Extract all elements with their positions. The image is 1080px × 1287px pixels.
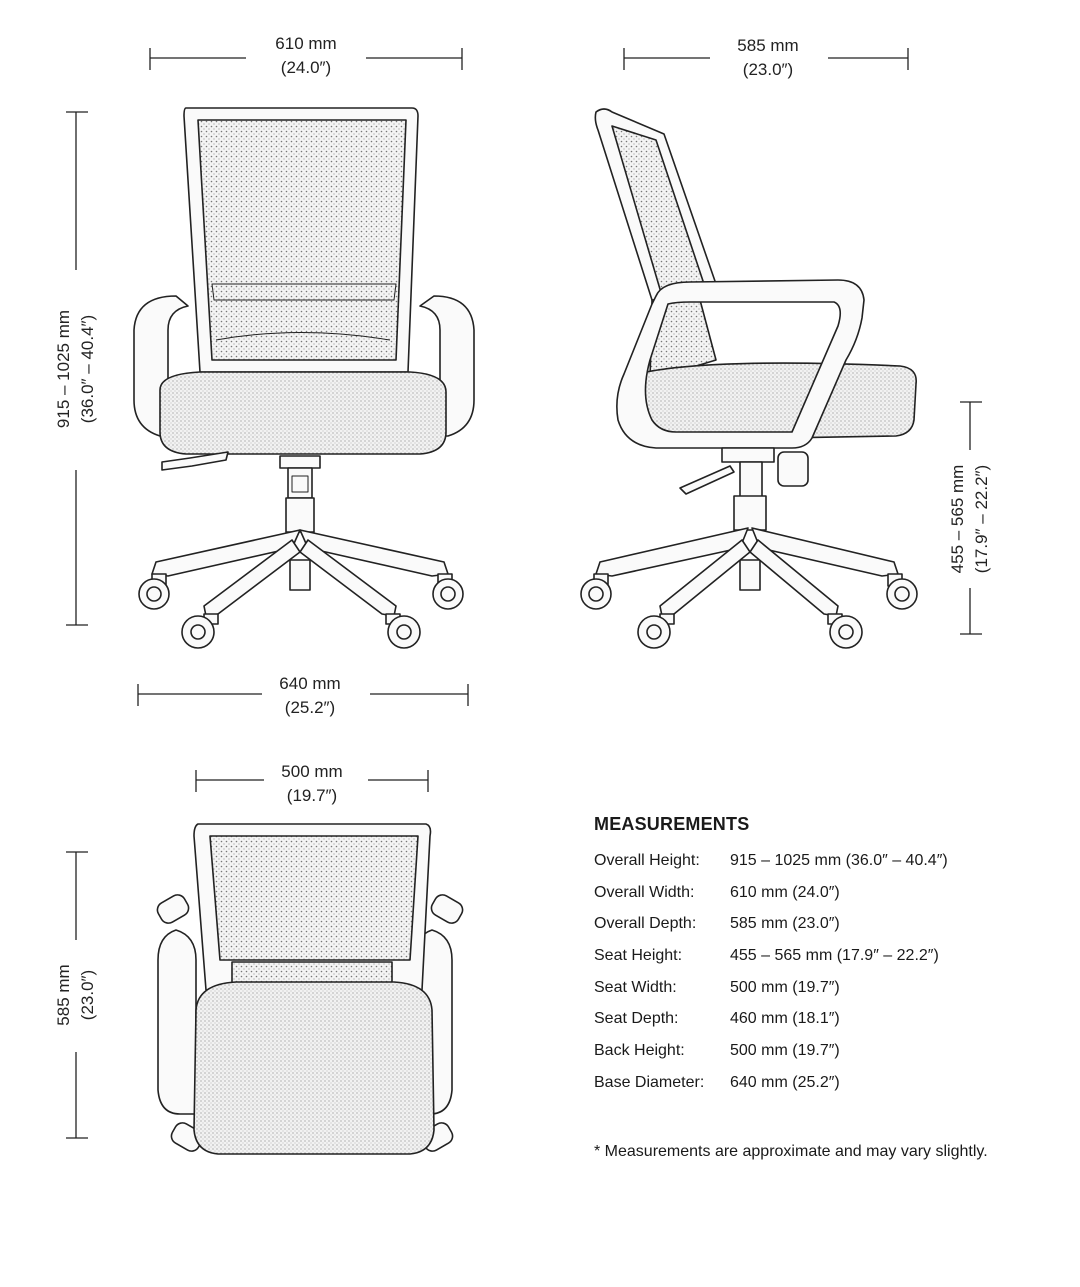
measurement-value: 500 mm (19.7″) (730, 1042, 840, 1060)
dim-mm: 455 – 565 mm (948, 464, 967, 574)
measurement-row: Overall Width: 610 mm (24.0″) (594, 877, 1064, 909)
measurement-row: Seat Height: 455 – 565 mm (17.9″ – 22.2″) (594, 940, 1064, 972)
measurement-label: Seat Height: (594, 947, 683, 965)
dim-line-seat-height (960, 401, 982, 635)
measurement-value: 500 mm (19.7″) (730, 978, 840, 996)
measurement-row: Seat Depth: 460 mm (18.1″) (594, 1003, 1064, 1035)
chair-top-view (156, 823, 464, 1155)
measurement-label: Overall Width: (594, 883, 695, 901)
measurement-row: Back Height: 500 mm (19.7″) (594, 1035, 1064, 1067)
dim-in: (24.0″) (280, 58, 332, 77)
measurement-label: Seat Width: (594, 978, 677, 996)
dim-label-top-depth: 585 mm (23.0″) (52, 825, 100, 1165)
dim-label-overall-height: 915 – 1025 mm (36.0″ – 40.4″) (52, 199, 100, 539)
dim-mm: 915 – 1025 mm (54, 309, 73, 429)
measurement-value: 455 – 565 mm (17.9″ – 22.2″) (730, 947, 939, 965)
dim-line-front-width (149, 48, 463, 70)
dim-label-base-diameter: 640 mm (25.2″) (250, 672, 370, 720)
measurement-value: 915 – 1025 mm (36.0″ – 40.4″) (730, 852, 948, 869)
dim-in: (17.9″ – 22.2″) (972, 464, 991, 574)
chair-front-view (133, 107, 475, 649)
measurement-row: Overall Height: 915 – 1025 mm (36.0″ – 40… (594, 845, 1064, 877)
measurements-panel: MEASUREMENTS Overall Height: 915 – 1025 m… (594, 814, 1064, 1099)
dim-in: (36.0″ – 40.4″) (78, 314, 97, 424)
measurement-row: Seat Width: 500 mm (19.7″) (594, 972, 1064, 1004)
dim-in: (19.7″) (286, 786, 338, 805)
measurement-value: 640 mm (25.2″) (730, 1073, 840, 1091)
dim-mm: 500 mm (281, 762, 343, 781)
dim-label-seat-width: 500 mm (19.7″) (252, 760, 372, 808)
measurements-title: MEASUREMENTS (594, 814, 750, 834)
measurement-value: 460 mm (18.1″) (730, 1010, 840, 1028)
measurements-footnote: * Measurements are approximate and may v… (594, 1143, 988, 1160)
dim-line-overall-height (66, 111, 88, 626)
measurement-value: 585 mm (23.0″) (730, 915, 840, 933)
measurement-label: Seat Depth: (594, 1010, 679, 1028)
measurement-value: 610 mm (24.0″) (730, 883, 840, 901)
dim-in: (23.0″) (78, 969, 97, 1021)
measurement-label: Base Diameter: (594, 1073, 705, 1091)
measurement-row: Base Diameter: 640 mm (25.2″) (594, 1067, 1064, 1099)
measurement-label: Back Height: (594, 1042, 685, 1060)
dim-line-top-depth (66, 851, 88, 1139)
dim-line-seat-width (195, 770, 429, 792)
dim-label-side-depth: 585 mm (23.0″) (708, 34, 828, 82)
dim-label-front-width: 610 mm (24.0″) (246, 32, 366, 80)
dim-line-base-diameter (137, 684, 469, 706)
dim-line-side-depth (623, 48, 909, 70)
dim-mm: 585 mm (54, 964, 73, 1026)
measurement-label: Overall Height: (594, 852, 700, 869)
chair-side-view (580, 108, 918, 649)
dim-in: (23.0″) (742, 60, 794, 79)
dim-mm: 640 mm (279, 674, 341, 693)
dim-mm: 610 mm (275, 34, 337, 53)
dim-in: (25.2″) (284, 698, 336, 717)
measurement-label: Overall Depth: (594, 915, 697, 933)
dim-mm: 585 mm (737, 36, 799, 55)
dim-label-seat-height: 455 – 565 mm (17.9″ – 22.2″) (946, 349, 994, 689)
measurement-row: Overall Depth: 585 mm (23.0″) (594, 908, 1064, 940)
